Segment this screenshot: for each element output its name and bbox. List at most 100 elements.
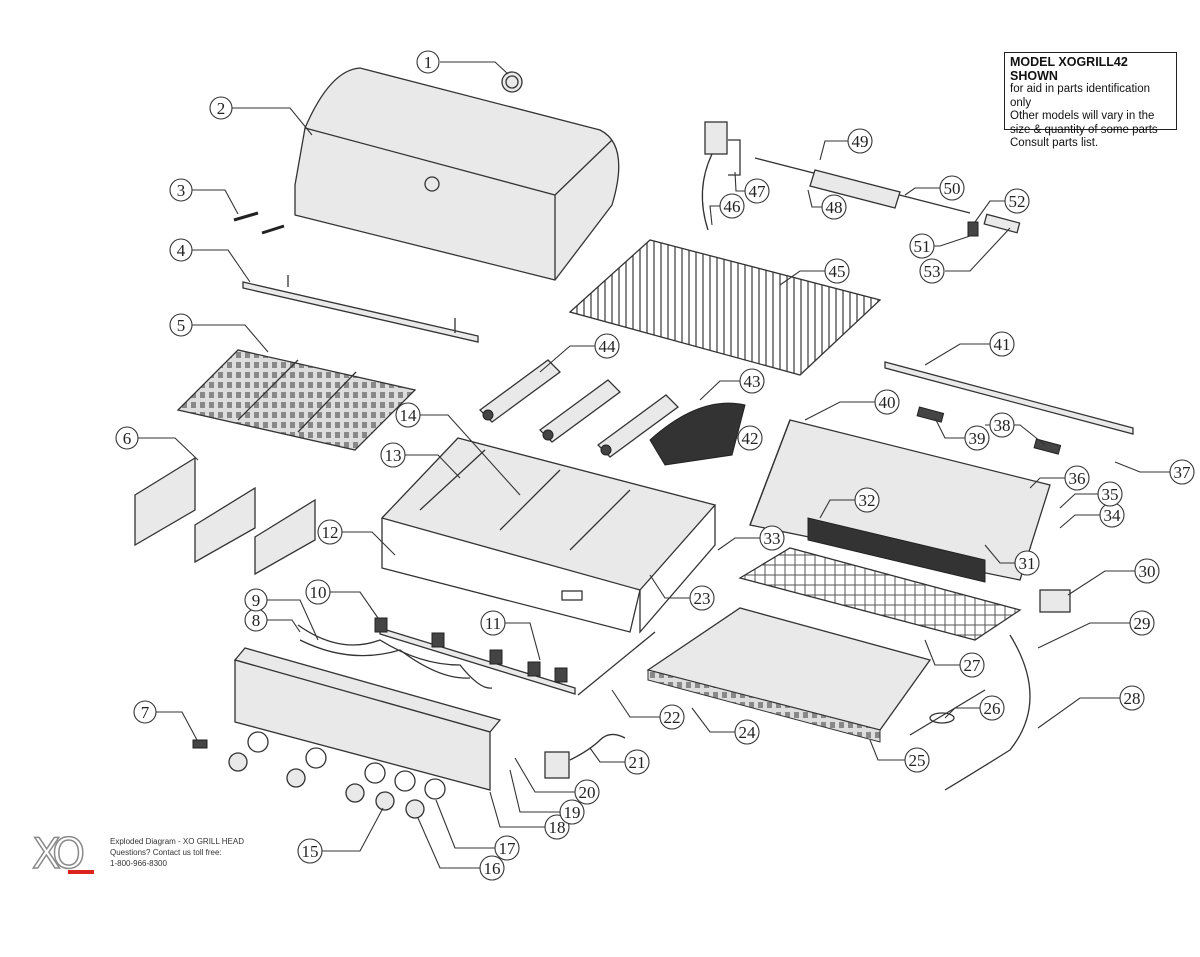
callout-25: 25 xyxy=(904,747,930,773)
note-line-1: for aid in parts identification only xyxy=(1010,83,1150,109)
svg-text:44: 44 xyxy=(599,337,617,356)
callout-53: 53 xyxy=(919,258,945,284)
callout-2: 2 xyxy=(209,96,233,120)
part-cooking-grate xyxy=(568,239,882,376)
xo-logo: XO xyxy=(31,829,86,878)
svg-text:30: 30 xyxy=(1139,562,1156,581)
callout-31: 31 xyxy=(1014,550,1040,576)
svg-text:2: 2 xyxy=(217,99,226,118)
callout-52: 52 xyxy=(1004,188,1030,214)
callout-8: 8 xyxy=(244,608,268,632)
svg-text:36: 36 xyxy=(1069,469,1086,488)
part-rear-burner xyxy=(807,517,986,583)
part-igniter-switch xyxy=(192,739,208,749)
part-rear-rod xyxy=(884,361,1134,435)
callout-44: 44 xyxy=(594,333,620,359)
part-burners xyxy=(479,359,679,458)
callout-32: 32 xyxy=(854,487,880,513)
callout-27: 27 xyxy=(959,652,985,678)
part-firebox xyxy=(380,437,717,634)
callout-51: 51 xyxy=(909,233,935,259)
svg-text:37: 37 xyxy=(1174,463,1192,482)
svg-text:32: 32 xyxy=(859,491,876,510)
part-hood-handle xyxy=(242,275,479,343)
svg-text:47: 47 xyxy=(749,182,767,201)
svg-text:21: 21 xyxy=(629,753,646,772)
leader-lines xyxy=(138,61,1170,869)
callout-28: 28 xyxy=(1119,685,1145,711)
svg-text:49: 49 xyxy=(852,132,869,151)
callout-11: 11 xyxy=(480,610,506,636)
svg-text:39: 39 xyxy=(969,429,986,448)
part-drip-tray xyxy=(646,607,932,743)
callout-21: 21 xyxy=(624,749,650,775)
svg-text:16: 16 xyxy=(484,859,501,878)
part-wiring xyxy=(297,624,493,689)
svg-text:50: 50 xyxy=(944,179,961,198)
note-title: MODEL XOGRILL42 SHOWN xyxy=(1010,55,1128,83)
svg-text:28: 28 xyxy=(1124,689,1141,708)
svg-text:17: 17 xyxy=(499,839,517,858)
part-igniter-wire xyxy=(909,689,986,736)
svg-text:12: 12 xyxy=(322,523,339,542)
logo-accent-bar xyxy=(68,870,94,874)
callout-24: 24 xyxy=(734,719,760,745)
part-gas-hose xyxy=(944,634,1031,791)
svg-text:20: 20 xyxy=(579,783,596,802)
callout-5: 5 xyxy=(169,313,193,337)
svg-text:1: 1 xyxy=(424,53,433,72)
callout-26: 26 xyxy=(979,695,1005,721)
callout-37: 37 xyxy=(1169,459,1195,485)
callout-18: 18 xyxy=(544,814,570,840)
callout-3: 3 xyxy=(169,178,193,202)
model-note-box: MODEL XOGRILL42 SHOWN for aid in parts i… xyxy=(1004,52,1177,149)
svg-text:5: 5 xyxy=(177,316,186,335)
footer-logo-block: XO Exploded Diagram - XO GRILL HEAD Ques… xyxy=(31,829,292,882)
callout-17: 17 xyxy=(494,835,520,861)
svg-text:29: 29 xyxy=(1134,614,1151,633)
note-line-2: Other models will vary in the xyxy=(1010,110,1155,122)
callout-9: 9 xyxy=(244,588,268,612)
callout-20: 20 xyxy=(574,779,600,805)
callout-30: 30 xyxy=(1134,558,1160,584)
footer-phone: 1-800-966-8300 xyxy=(110,859,167,868)
footer-title: Exploded Diagram - XO GRILL HEAD xyxy=(110,837,244,846)
callout-45: 45 xyxy=(824,258,850,284)
part-pins xyxy=(233,211,285,235)
callout-38: 38 xyxy=(989,412,1015,438)
svg-text:13: 13 xyxy=(385,446,402,465)
callout-35: 35 xyxy=(1097,481,1123,507)
svg-text:18: 18 xyxy=(549,818,566,837)
callout-49: 49 xyxy=(847,128,873,154)
svg-text:40: 40 xyxy=(879,393,896,412)
callout-48: 48 xyxy=(821,194,847,220)
callouts: 1 2 3 4 5 6 7 8 9 10 11 12 13 14 15 16 1… xyxy=(115,50,1195,881)
callout-50: 50 xyxy=(939,175,965,201)
svg-text:9: 9 xyxy=(252,591,261,610)
svg-text:34: 34 xyxy=(1104,506,1122,525)
callout-10: 10 xyxy=(305,579,331,605)
callout-43: 43 xyxy=(739,368,765,394)
svg-text:43: 43 xyxy=(744,372,761,391)
svg-text:46: 46 xyxy=(724,197,741,216)
callout-40: 40 xyxy=(874,389,900,415)
svg-text:26: 26 xyxy=(984,699,1001,718)
callout-46: 46 xyxy=(719,193,745,219)
part-briquette-trays xyxy=(176,349,417,451)
callout-41: 41 xyxy=(989,331,1015,357)
svg-text:45: 45 xyxy=(829,262,846,281)
svg-text:53: 53 xyxy=(924,262,941,281)
callout-4: 4 xyxy=(169,238,193,262)
svg-text:35: 35 xyxy=(1102,485,1119,504)
svg-text:11: 11 xyxy=(485,614,501,633)
svg-text:51: 51 xyxy=(914,237,931,256)
callout-34: 34 xyxy=(1099,502,1125,528)
svg-text:31: 31 xyxy=(1019,554,1036,573)
callout-23: 23 xyxy=(689,585,715,611)
svg-text:8: 8 xyxy=(252,611,261,630)
callout-1: 1 xyxy=(416,50,440,74)
svg-text:25: 25 xyxy=(909,751,926,770)
part-igniter-module xyxy=(544,733,626,779)
footer-text: Exploded Diagram - XO GRILL HEAD Questio… xyxy=(110,836,244,869)
